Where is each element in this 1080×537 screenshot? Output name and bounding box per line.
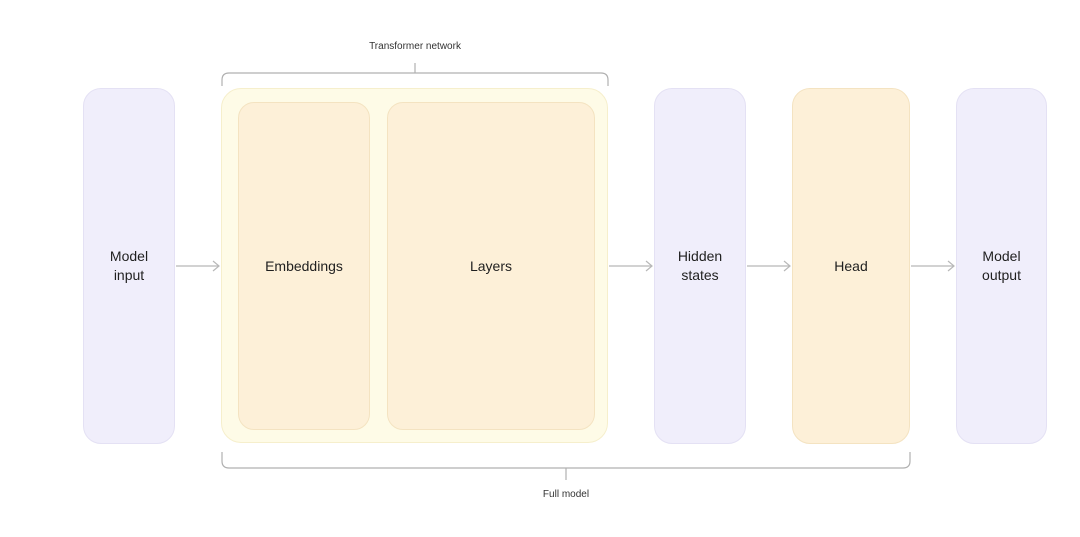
transformer-bracket — [221, 63, 609, 86]
model-output-label: Model output — [982, 248, 1021, 283]
head-label: Head — [834, 257, 868, 274]
layers-label: Layers — [469, 257, 513, 274]
embeddings-label: Embeddings — [265, 257, 343, 274]
embeddings-box: Embeddings — [238, 102, 370, 430]
arrow-hidden-states-to-head — [747, 260, 791, 272]
full-model-label: Full model — [542, 489, 590, 500]
model-output-box: Model output — [956, 88, 1047, 444]
arrow-input-to-embeddings — [176, 260, 220, 272]
arrow-head-to-model-output — [911, 260, 955, 272]
hidden-states-box: Hidden states — [654, 88, 746, 444]
head-box: Head — [792, 88, 910, 444]
layers-box: Layers — [387, 102, 595, 430]
model-input-label: Model input — [109, 248, 149, 283]
full-model-bracket — [221, 452, 911, 480]
model-input-box: Model input — [83, 88, 175, 444]
hidden-states-label: Hidden states — [677, 248, 723, 283]
arrow-layers-to-hidden-states — [609, 260, 653, 272]
transformer-network-label: Transformer network — [369, 41, 461, 52]
